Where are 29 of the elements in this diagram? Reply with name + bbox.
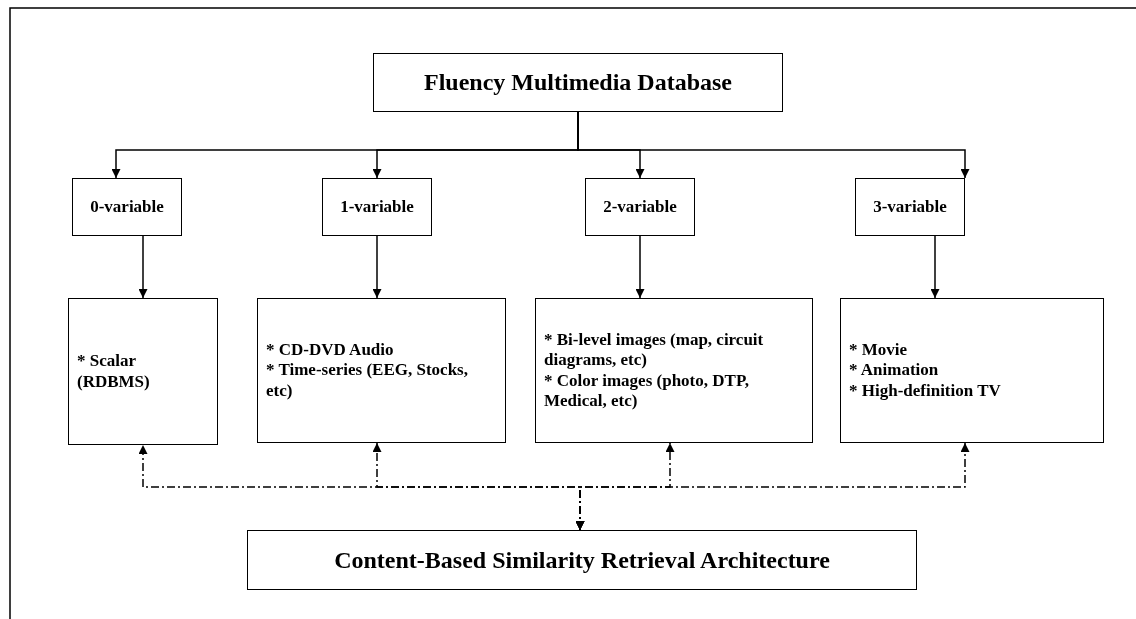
list-box (840, 298, 1104, 443)
arrow (635, 235, 645, 299)
box-title: Fluency Multimedia Database (424, 68, 732, 97)
category-box (855, 178, 965, 236)
dash-dot-arrow (575, 442, 970, 531)
list-box (257, 298, 506, 443)
list-item: * Animation (849, 360, 939, 381)
box-title: 0-variable (90, 196, 164, 218)
box-title: Content-Based Similarity Retrieval Architecture (334, 545, 830, 575)
list-item: * Time-series (EEG, Stocks, etc) (266, 360, 469, 402)
list-box (68, 298, 218, 445)
list-item: * Bi-level images (map, circuit diagrams, etc) (544, 329, 765, 371)
list-item: * Color images (photo, DTP, Medical, etc) (544, 370, 750, 412)
arrow (372, 235, 382, 299)
arrow (930, 235, 940, 299)
list-item: * Scalar (RDBMS) (77, 351, 151, 392)
category-box (585, 178, 695, 236)
category-box (72, 178, 182, 236)
arrow (138, 235, 148, 299)
category-box (247, 530, 917, 590)
box-title: 2-variable (603, 196, 677, 218)
category-box (322, 178, 432, 236)
box-title: 3-variable (873, 196, 947, 218)
list-item: * High-definition TV (849, 380, 1001, 402)
box-title: 1-variable (340, 196, 414, 218)
list-item: * CD-DVD Audio (266, 339, 394, 361)
list-item: * Movie (849, 339, 908, 361)
category-box (373, 53, 783, 112)
list-box (535, 298, 813, 443)
